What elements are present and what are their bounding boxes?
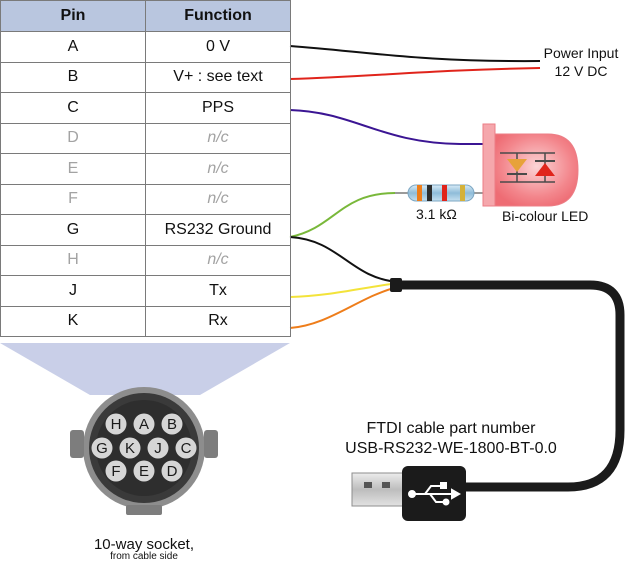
usb-plug	[351, 466, 466, 521]
wire-ground-black	[289, 236, 399, 283]
socket-pin-label: B	[167, 416, 177, 433]
pin-cell: J	[0, 275, 146, 307]
function-cell: V+ : see text	[145, 61, 291, 93]
pin-cell: A	[0, 31, 146, 63]
socket-pin-k	[119, 437, 141, 459]
pin-cell: G	[0, 214, 146, 246]
socket-pin-e	[133, 460, 155, 482]
socket-caption: 10-way socket, from cable side	[64, 536, 224, 562]
function-cell: 0 V	[145, 31, 291, 63]
pin-cell: K	[0, 305, 146, 337]
pin-cell: F	[0, 183, 146, 215]
socket-pin-d	[161, 460, 183, 482]
function-cell: Rx	[145, 305, 291, 337]
socket-pin-j	[147, 437, 169, 459]
usb-icon	[408, 482, 462, 506]
socket-caption-line1: 10-way socket,	[93, 536, 195, 553]
wire-ground-green	[289, 192, 396, 238]
socket-pin-label: G	[96, 440, 108, 457]
socket-pin-label: D	[167, 463, 178, 480]
led-label: Bi-colour LED	[502, 208, 589, 224]
function-cell: n/c	[145, 183, 291, 215]
socket-pin-g	[91, 437, 113, 459]
bicolour-led	[482, 123, 579, 207]
function-column-header: Function	[145, 0, 291, 32]
pin-cell: C	[0, 92, 146, 124]
function-cell: n/c	[145, 244, 291, 276]
socket-pin-label: H	[111, 416, 122, 433]
function-cell: PPS	[145, 92, 291, 124]
pin-cell: D	[0, 122, 146, 154]
power-input-line1: Power Input	[543, 45, 619, 61]
pin-cell: H	[0, 244, 146, 276]
socket-pin-label: K	[125, 440, 135, 457]
pin-cell: B	[0, 61, 146, 93]
socket-projection	[0, 343, 290, 395]
socket-pin-c	[175, 437, 197, 459]
wire-pps-purple	[289, 109, 461, 145]
socket-pin-h	[105, 413, 127, 435]
function-cell: RS232 Ground	[145, 214, 291, 246]
socket-pin-label: E	[139, 463, 149, 480]
ftdi-label: FTDI cable part number USB-RS232-WE-1800…	[326, 419, 576, 459]
socket-pin-f	[105, 460, 127, 482]
wire-tx-yellow	[289, 282, 399, 298]
socket-pin-b	[161, 413, 183, 435]
function-cell: n/c	[145, 122, 291, 154]
socket-pin-a	[133, 413, 155, 435]
resistor	[407, 184, 475, 202]
socket-pin-label: F	[111, 463, 120, 480]
resistor-value-label: 3.1 kΩ	[416, 206, 457, 222]
socket-pin-label: J	[154, 440, 162, 457]
table-header-row: Pin Function	[0, 0, 291, 32]
pin-cell: E	[0, 153, 146, 185]
function-cell: n/c	[145, 153, 291, 185]
ftdi-label-line1: FTDI cable part number	[366, 420, 536, 437]
wire-rx-orange	[289, 286, 399, 329]
pin-column-header: Pin	[0, 0, 146, 32]
socket-pin-label: A	[139, 416, 149, 433]
cable-ferrule	[390, 278, 402, 292]
function-cell: Tx	[145, 275, 291, 307]
ftdi-cable	[396, 280, 625, 492]
socket-caption-line2: from cable side	[110, 551, 178, 562]
power-input-line2: 12 V DC	[554, 63, 608, 79]
ftdi-part-number: USB-RS232-WE-1800-BT-0.0	[345, 440, 557, 457]
power-input-label: Power Input 12 V DC	[536, 44, 626, 80]
wire-0v-black	[289, 45, 541, 63]
diode-orange-icon	[507, 159, 527, 172]
socket-pin-label: C	[181, 440, 192, 457]
diode-red-icon	[535, 163, 555, 176]
wire-vplus-red	[289, 67, 541, 80]
